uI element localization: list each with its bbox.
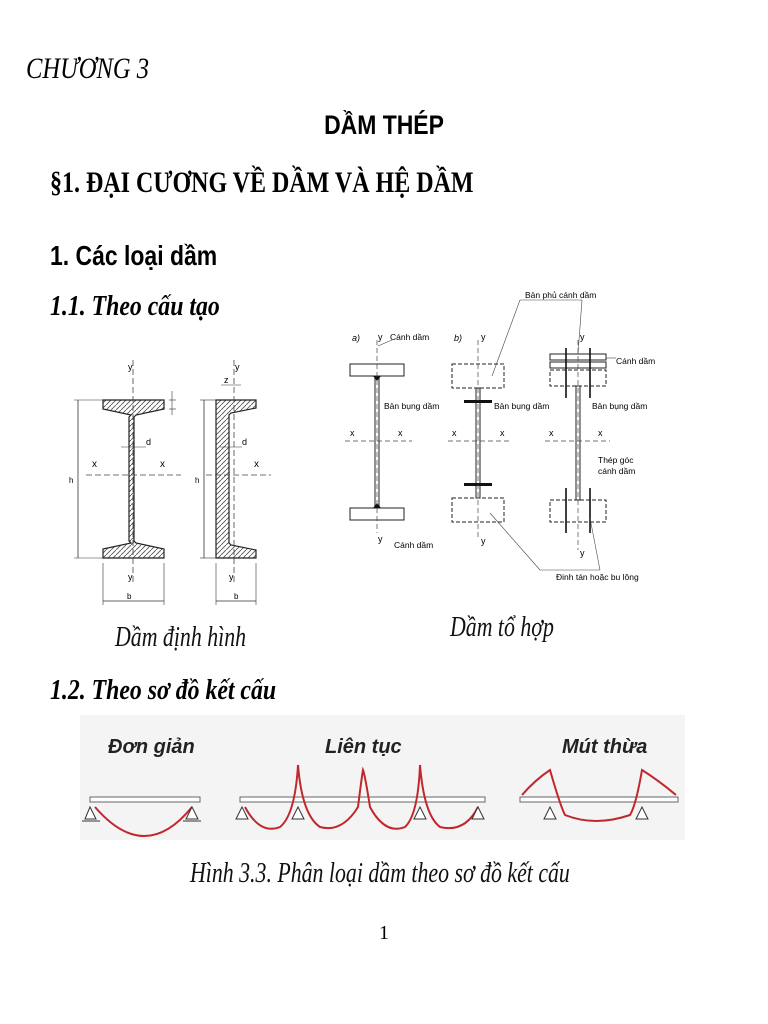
rolled-beam-figure: y y x x d h b y y z d x h b: [69, 360, 271, 605]
label-dinh-tan: Đinh tán hoặc bu lông: [556, 572, 639, 582]
rolled-beam-caption: Dầm định hình: [115, 622, 247, 653]
axis-label-y: y: [580, 332, 585, 342]
dimension-label-d: d: [146, 437, 151, 447]
label-a: a): [352, 333, 360, 343]
label-cantilever: Mút thừa: [562, 736, 647, 758]
label-canh-dam: Cánh dầm: [390, 332, 429, 342]
heading-beam-types: 1. Các loại dầm: [50, 240, 218, 271]
simple-beam-scheme: Đơn giản: [82, 736, 201, 837]
cantilever-beam-scheme: Mút thừa: [519, 736, 679, 822]
label-ban-bung-dam: Bản bụng dầm: [494, 401, 549, 411]
axis-label-x: x: [452, 428, 457, 438]
axis-label-x: x: [254, 459, 259, 470]
subheading-by-structure: 1.1. Theo cấu tạo: [50, 290, 220, 322]
label-ban-bung-dam: Bản bụng dầm: [592, 401, 647, 411]
axis-label-y: y: [235, 362, 240, 372]
axis-label-x: x: [500, 428, 505, 438]
section-heading: §1. ĐẠI CƯƠNG VỀ DẦM VÀ HỆ DẦM: [50, 166, 474, 199]
beam-scheme-figure: Đơn giản Liên tục Mút thừa: [80, 715, 685, 840]
axis-label-x: x: [598, 428, 603, 438]
channel-profile: y y z d x h b: [195, 360, 271, 605]
page-number: 1: [379, 922, 389, 944]
label-simple: Đơn giản: [108, 736, 195, 758]
label-canh-dam-angle: cánh dầm: [598, 466, 635, 476]
dimension-label-b: b: [127, 592, 132, 601]
covered-section: Bản phủ cánh dầm y Cánh dầm Bản bụng dầm…: [489, 290, 655, 582]
dimension-label-h: h: [195, 476, 199, 485]
page-title: DẦM THÉP: [324, 110, 444, 140]
figure-caption: Hình 3.3. Phân loại dầm theo sơ đồ kết c…: [190, 858, 570, 889]
dimension-label-b: b: [234, 592, 239, 601]
continuous-beam-scheme: Liên tục: [235, 736, 486, 830]
dimension-label-d: d: [242, 437, 247, 447]
builtup-beam-caption: Dầm tổ hợp: [450, 612, 554, 643]
axis-label-x: x: [350, 428, 355, 438]
axis-label-x: x: [92, 459, 97, 470]
label-ban-phu: Bản phủ cánh dầm: [525, 290, 596, 300]
label-continuous: Liên tục: [325, 736, 402, 758]
axis-label-y: y: [580, 548, 585, 558]
axis-label-y: y: [128, 572, 133, 582]
label-thep-goc: Thép góc: [598, 455, 634, 465]
subheading-by-scheme: 1.2. Theo sơ đồ kết cấu: [50, 674, 277, 706]
dimension-label-z: z: [224, 375, 229, 385]
label-b: b): [454, 333, 462, 343]
axis-label-y: y: [378, 534, 383, 544]
axis-label-y: y: [229, 572, 234, 582]
welded-section: a) y Cánh dầm Bản bụng dầm x x y Cánh dầ…: [345, 332, 439, 550]
axis-label-y: y: [481, 332, 486, 342]
axis-label-y: y: [378, 332, 383, 342]
axis-label-x: x: [549, 428, 554, 438]
label-ban-bung-dam: Bản bụng dầm: [384, 401, 439, 411]
label-canh-dam: Cánh dầm: [616, 356, 655, 366]
i-beam-profile: y y x x d h b: [69, 360, 181, 605]
axis-label-y: y: [481, 536, 486, 546]
axis-label-x: x: [398, 428, 403, 438]
axis-label-y: y: [128, 362, 133, 372]
chapter-label: CHƯƠNG 3: [26, 52, 150, 85]
bolted-section: b) y Bản bụng dầm x x y: [448, 332, 549, 546]
dimension-label-h: h: [69, 476, 73, 485]
builtup-beam-figure: a) y Cánh dầm Bản bụng dầm x x y Cánh dầ…: [345, 290, 655, 582]
label-canh-dam: Cánh dầm: [394, 540, 433, 550]
axis-label-x: x: [160, 459, 165, 470]
